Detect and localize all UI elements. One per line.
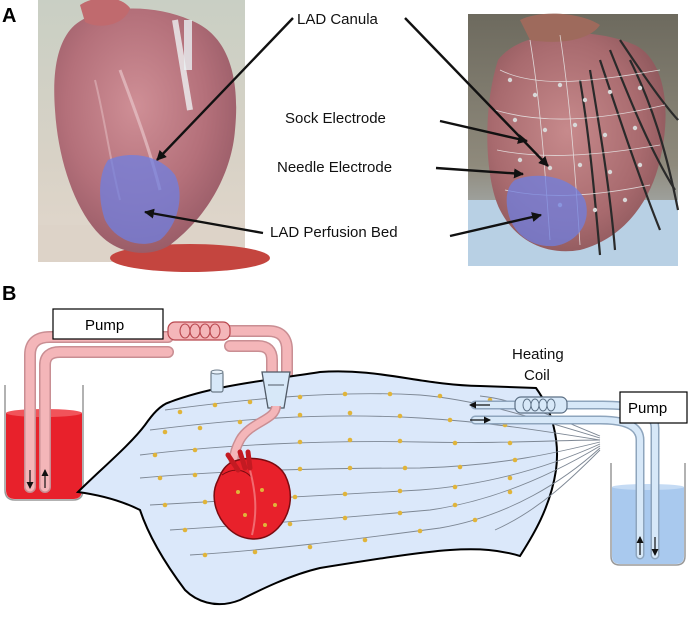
torso-sock <box>75 370 558 606</box>
flow-arrows <box>26 401 659 556</box>
panel-label-b: B <box>2 283 16 305</box>
panel-a-arrows <box>144 17 549 238</box>
panel-label-a: A <box>2 5 16 27</box>
label-lad-perfusion-bed: LAD Perfusion Bed <box>270 224 398 241</box>
aortic-cannula-port <box>210 369 224 393</box>
label-needle-electrode: Needle Electrode <box>277 159 392 176</box>
heating-coil-red <box>167 321 231 341</box>
perfusate-reservoir <box>610 463 686 566</box>
pump-left-label: Pump <box>85 317 124 334</box>
heating-coil-label-line1: Heating <box>512 346 564 363</box>
pump-right-label: Pump <box>628 400 667 417</box>
blood-tubing <box>24 325 293 493</box>
label-sock-electrode: Sock Electrode <box>285 110 386 127</box>
heating-coil-label-line2: Coil <box>524 367 550 384</box>
heart-photo-left <box>38 0 270 272</box>
pump-left: Pump <box>52 308 164 340</box>
label-lad-canula: LAD Canula <box>297 11 379 28</box>
heart-photo-right <box>468 13 680 266</box>
heating-coil-blue <box>514 396 568 414</box>
lad-cannula-connector <box>261 371 291 409</box>
pump-right: Pump <box>619 391 688 424</box>
heart <box>213 449 292 540</box>
